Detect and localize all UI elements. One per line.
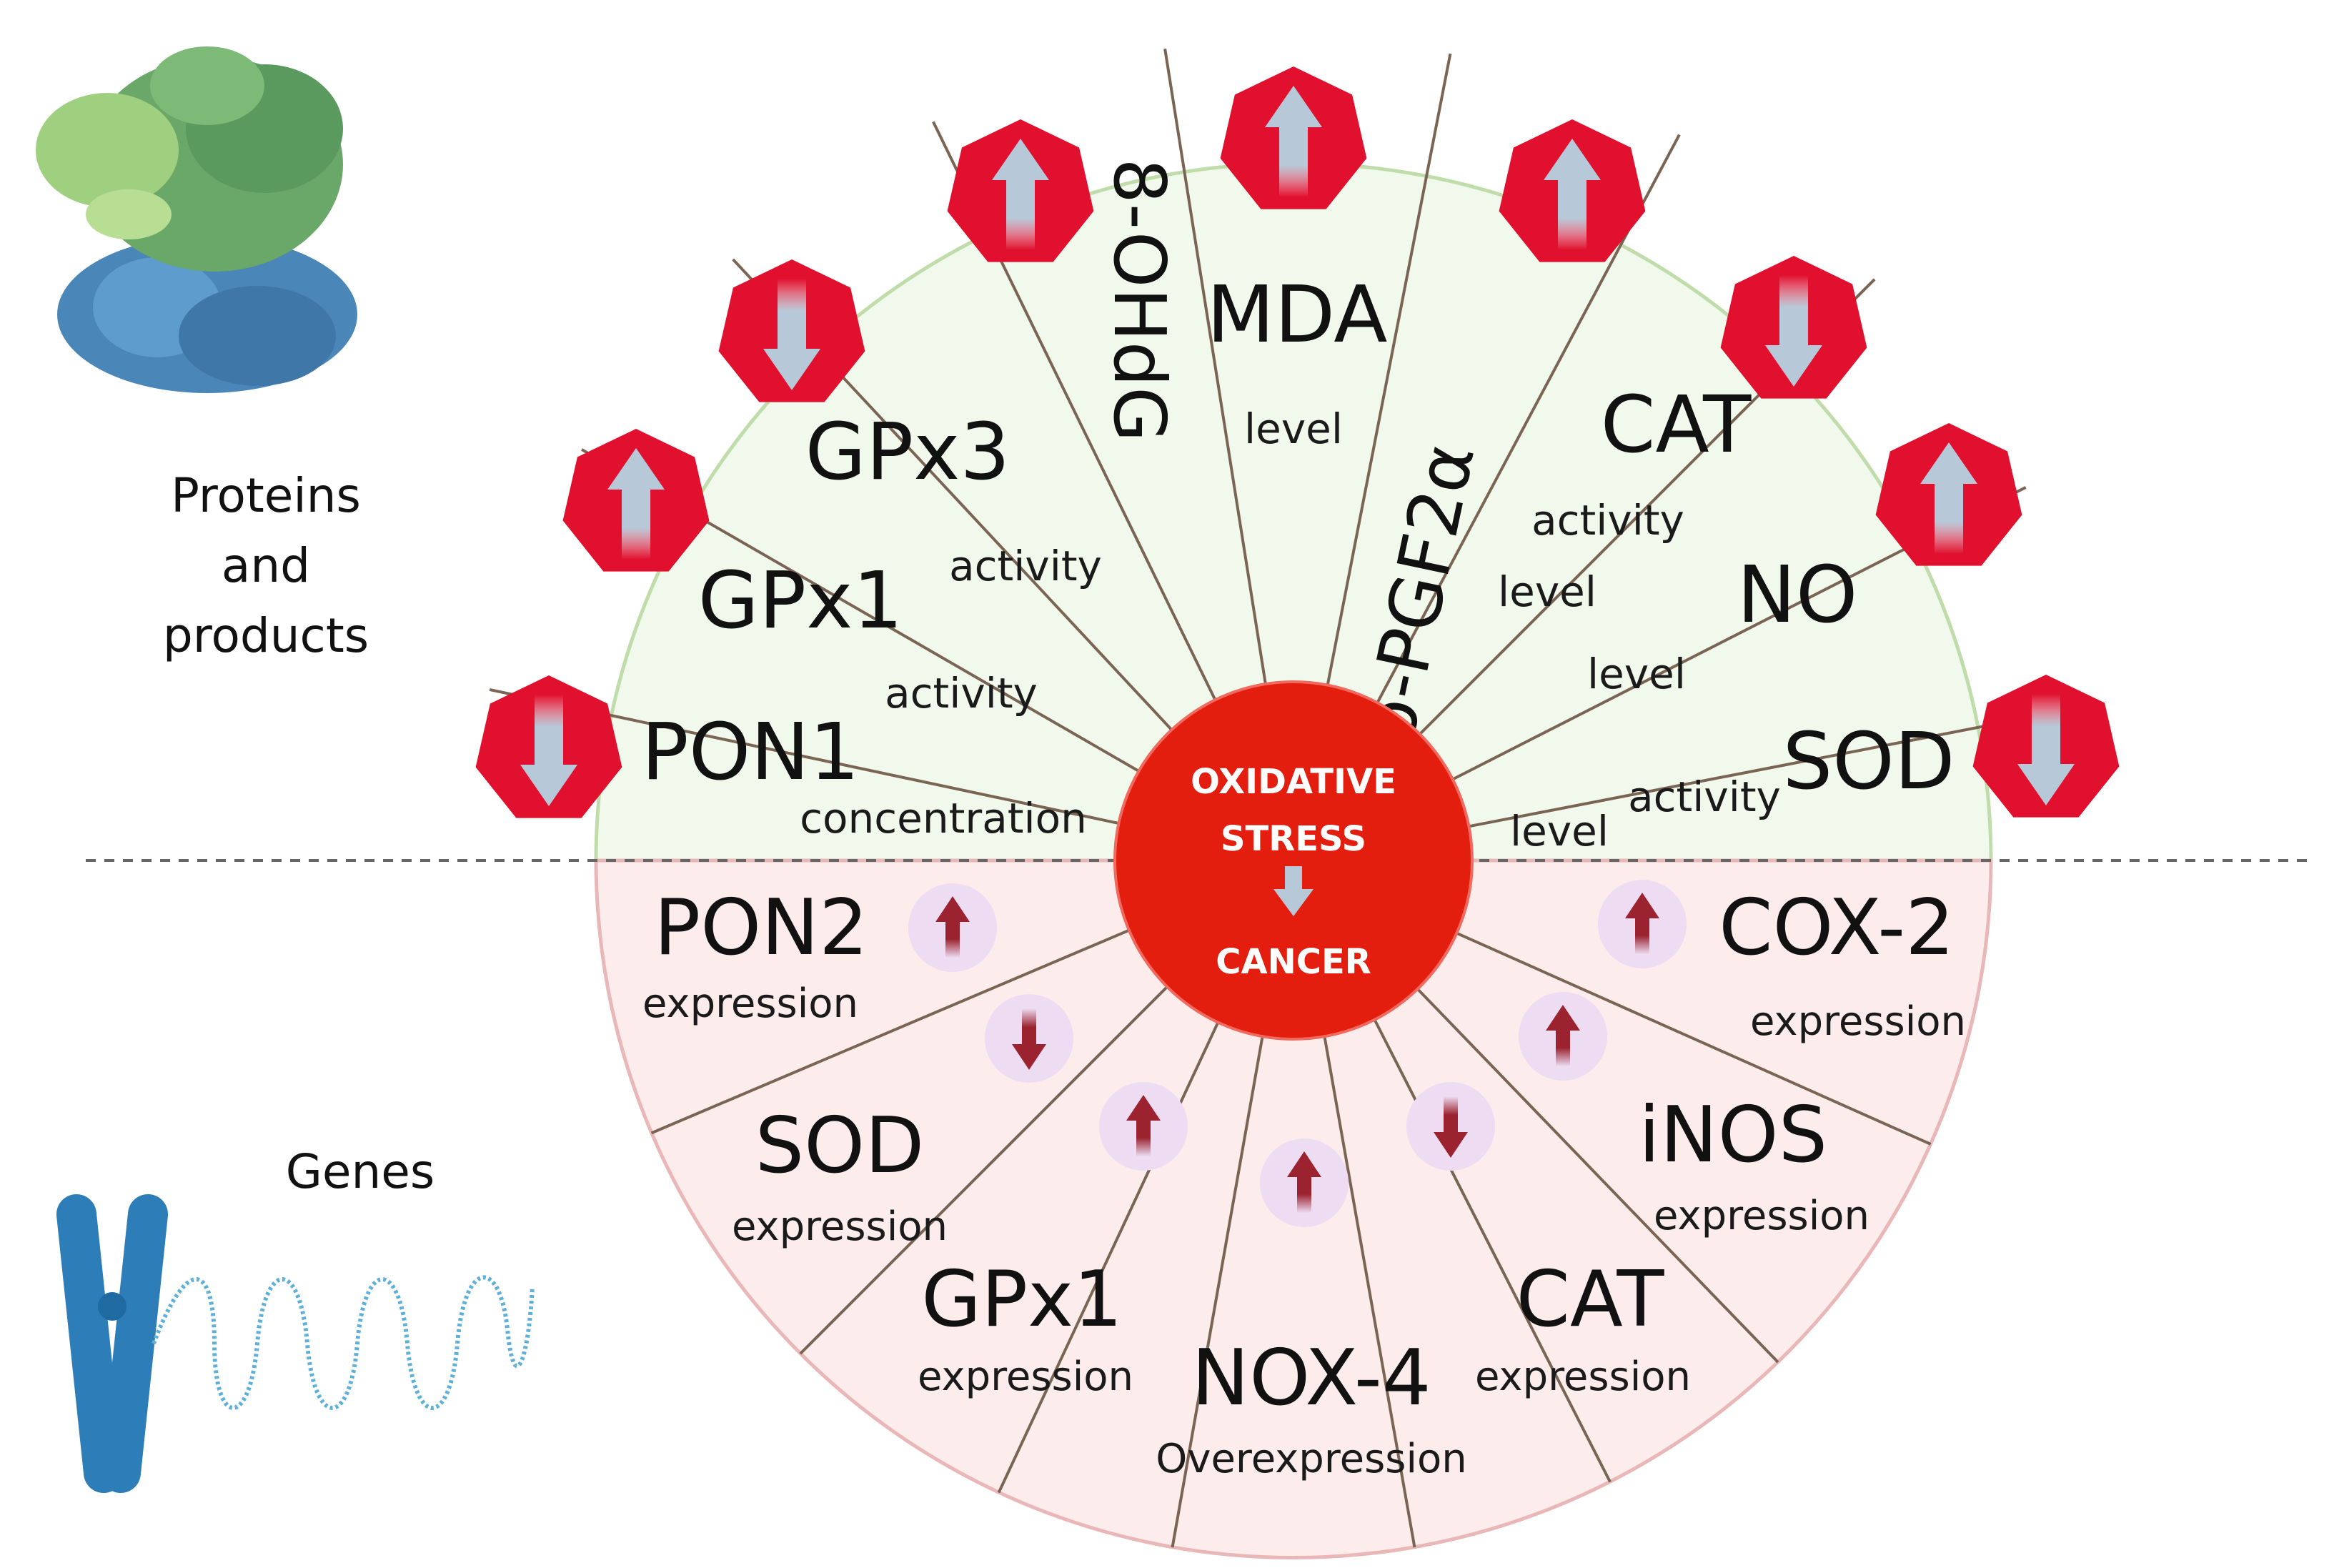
spoke-bottom (650, 928, 1130, 1135)
center-node: OXIDATIVE STRESS CANCER (1113, 680, 1474, 1041)
down-arrow-hexagon-icon (475, 675, 622, 818)
down-arrow-hexagon-icon (718, 259, 865, 402)
gene-detail: expression (1475, 1354, 1691, 1400)
gene-name: iNOS (1639, 1091, 1827, 1180)
protein-name: 8-OHdG (1098, 158, 1181, 442)
up-arrow-circle-icon (1598, 880, 1687, 968)
gene-item: PON2 expression (642, 883, 868, 1027)
down-arrow-hexagon-icon (1720, 256, 1867, 399)
spoke-bottom (1373, 1018, 1612, 1483)
spoke-bottom (1456, 931, 1932, 1146)
spoke-bottom (997, 1021, 1220, 1494)
spoke-top (1326, 53, 1452, 685)
up-arrow-hexagon-icon (562, 429, 710, 572)
proteins-side-label: Proteins and products (163, 468, 369, 663)
gene-name: PON2 (654, 883, 868, 973)
gene-name: COX-2 (1719, 883, 1955, 973)
up-arrow-circle-icon (1519, 992, 1607, 1081)
center-line-3: CANCER (1216, 942, 1371, 982)
gene-labels: PON2expressionSODexpressionGPx1expressio… (642, 883, 1966, 1482)
protein-name: NO (1737, 549, 1858, 640)
center-line-1: OXIDATIVE (1191, 762, 1396, 802)
gene-detail: Overexpression (1156, 1436, 1467, 1482)
down-arrow-icon (1273, 866, 1314, 916)
gene-name: NOX-4 (1191, 1334, 1431, 1423)
protein-detail: level (1244, 405, 1343, 453)
down-arrow-circle-icon (1406, 1082, 1495, 1171)
protein-badges (475, 66, 2120, 818)
protein-name: GPx3 (805, 406, 1010, 497)
protein-detail: activity (1628, 773, 1781, 821)
genes-side-label: Genes (286, 1144, 435, 1199)
protein-detail: level (1587, 650, 1686, 698)
center-line-2: STRESS (1221, 819, 1366, 859)
gene-detail: expression (732, 1204, 948, 1250)
protein-detail: activity (1531, 496, 1684, 545)
protein-detail: concentration (800, 794, 1087, 843)
protein-name: GPx1 (698, 555, 903, 646)
proteins-label-line-1: Proteins (171, 468, 361, 523)
dna-strand-icon (152, 1275, 535, 1410)
gene-name: SOD (755, 1101, 925, 1191)
spokes (489, 48, 2101, 1548)
gene-badges (908, 880, 1687, 1227)
spoke-bottom (1416, 988, 1779, 1364)
chromosome-icon (56, 1194, 169, 1494)
spoke-top (1163, 48, 1267, 685)
gene-detail: expression (918, 1354, 1133, 1400)
spoke-bottom (799, 986, 1168, 1355)
protein-name: SOD (1782, 715, 1955, 807)
protein-detail: level (1510, 807, 1609, 855)
up-arrow-hexagon-icon (1220, 66, 1367, 209)
gene-item: iNOS expression (1639, 1091, 1869, 1239)
proteins-label-line-3: products (163, 608, 369, 663)
gene-detail: expression (642, 981, 858, 1027)
gene-item: GPx1 expression (918, 1255, 1133, 1400)
protein-item: MDA level (1207, 269, 1388, 453)
down-arrow-circle-icon (985, 994, 1073, 1083)
protein-detail: activity (949, 542, 1102, 590)
protein-item: CAT activity level (1498, 379, 1752, 616)
gene-detail: expression (1750, 998, 1966, 1045)
up-arrow-circle-icon (1260, 1138, 1349, 1227)
gene-item: COX-2 expression (1719, 883, 1966, 1045)
spoke-bottom (1171, 1036, 1264, 1548)
gene-name: CAT (1516, 1255, 1665, 1344)
protein-name: CAT (1601, 379, 1752, 470)
protein-name: MDA (1207, 269, 1388, 360)
protein-item: GPx3 activity (805, 406, 1102, 590)
protein-detail: level (1498, 567, 1596, 616)
up-arrow-hexagon-icon (947, 119, 1094, 262)
gene-item: SOD expression (732, 1101, 948, 1250)
up-arrow-circle-icon (1099, 1082, 1188, 1171)
up-arrow-circle-icon (908, 883, 997, 972)
spoke-bottom (1323, 1036, 1416, 1548)
down-arrow-hexagon-icon (1972, 675, 2120, 818)
proteins-label-line-2: and (222, 538, 310, 593)
up-arrow-hexagon-icon (1499, 119, 1646, 262)
protein-item: GPx1 activity (698, 555, 1038, 718)
protein-item: NO level (1587, 549, 1857, 698)
gene-name: GPx1 (921, 1255, 1122, 1344)
up-arrow-hexagon-icon (1875, 423, 2022, 566)
protein-detail: activity (885, 669, 1038, 718)
gene-item: CAT expression (1475, 1255, 1691, 1400)
gene-detail: expression (1654, 1193, 1869, 1239)
protein-item: 8-OHdG (1098, 158, 1181, 442)
protein-structure-icon (36, 46, 357, 393)
protein-name: PON1 (641, 706, 859, 798)
